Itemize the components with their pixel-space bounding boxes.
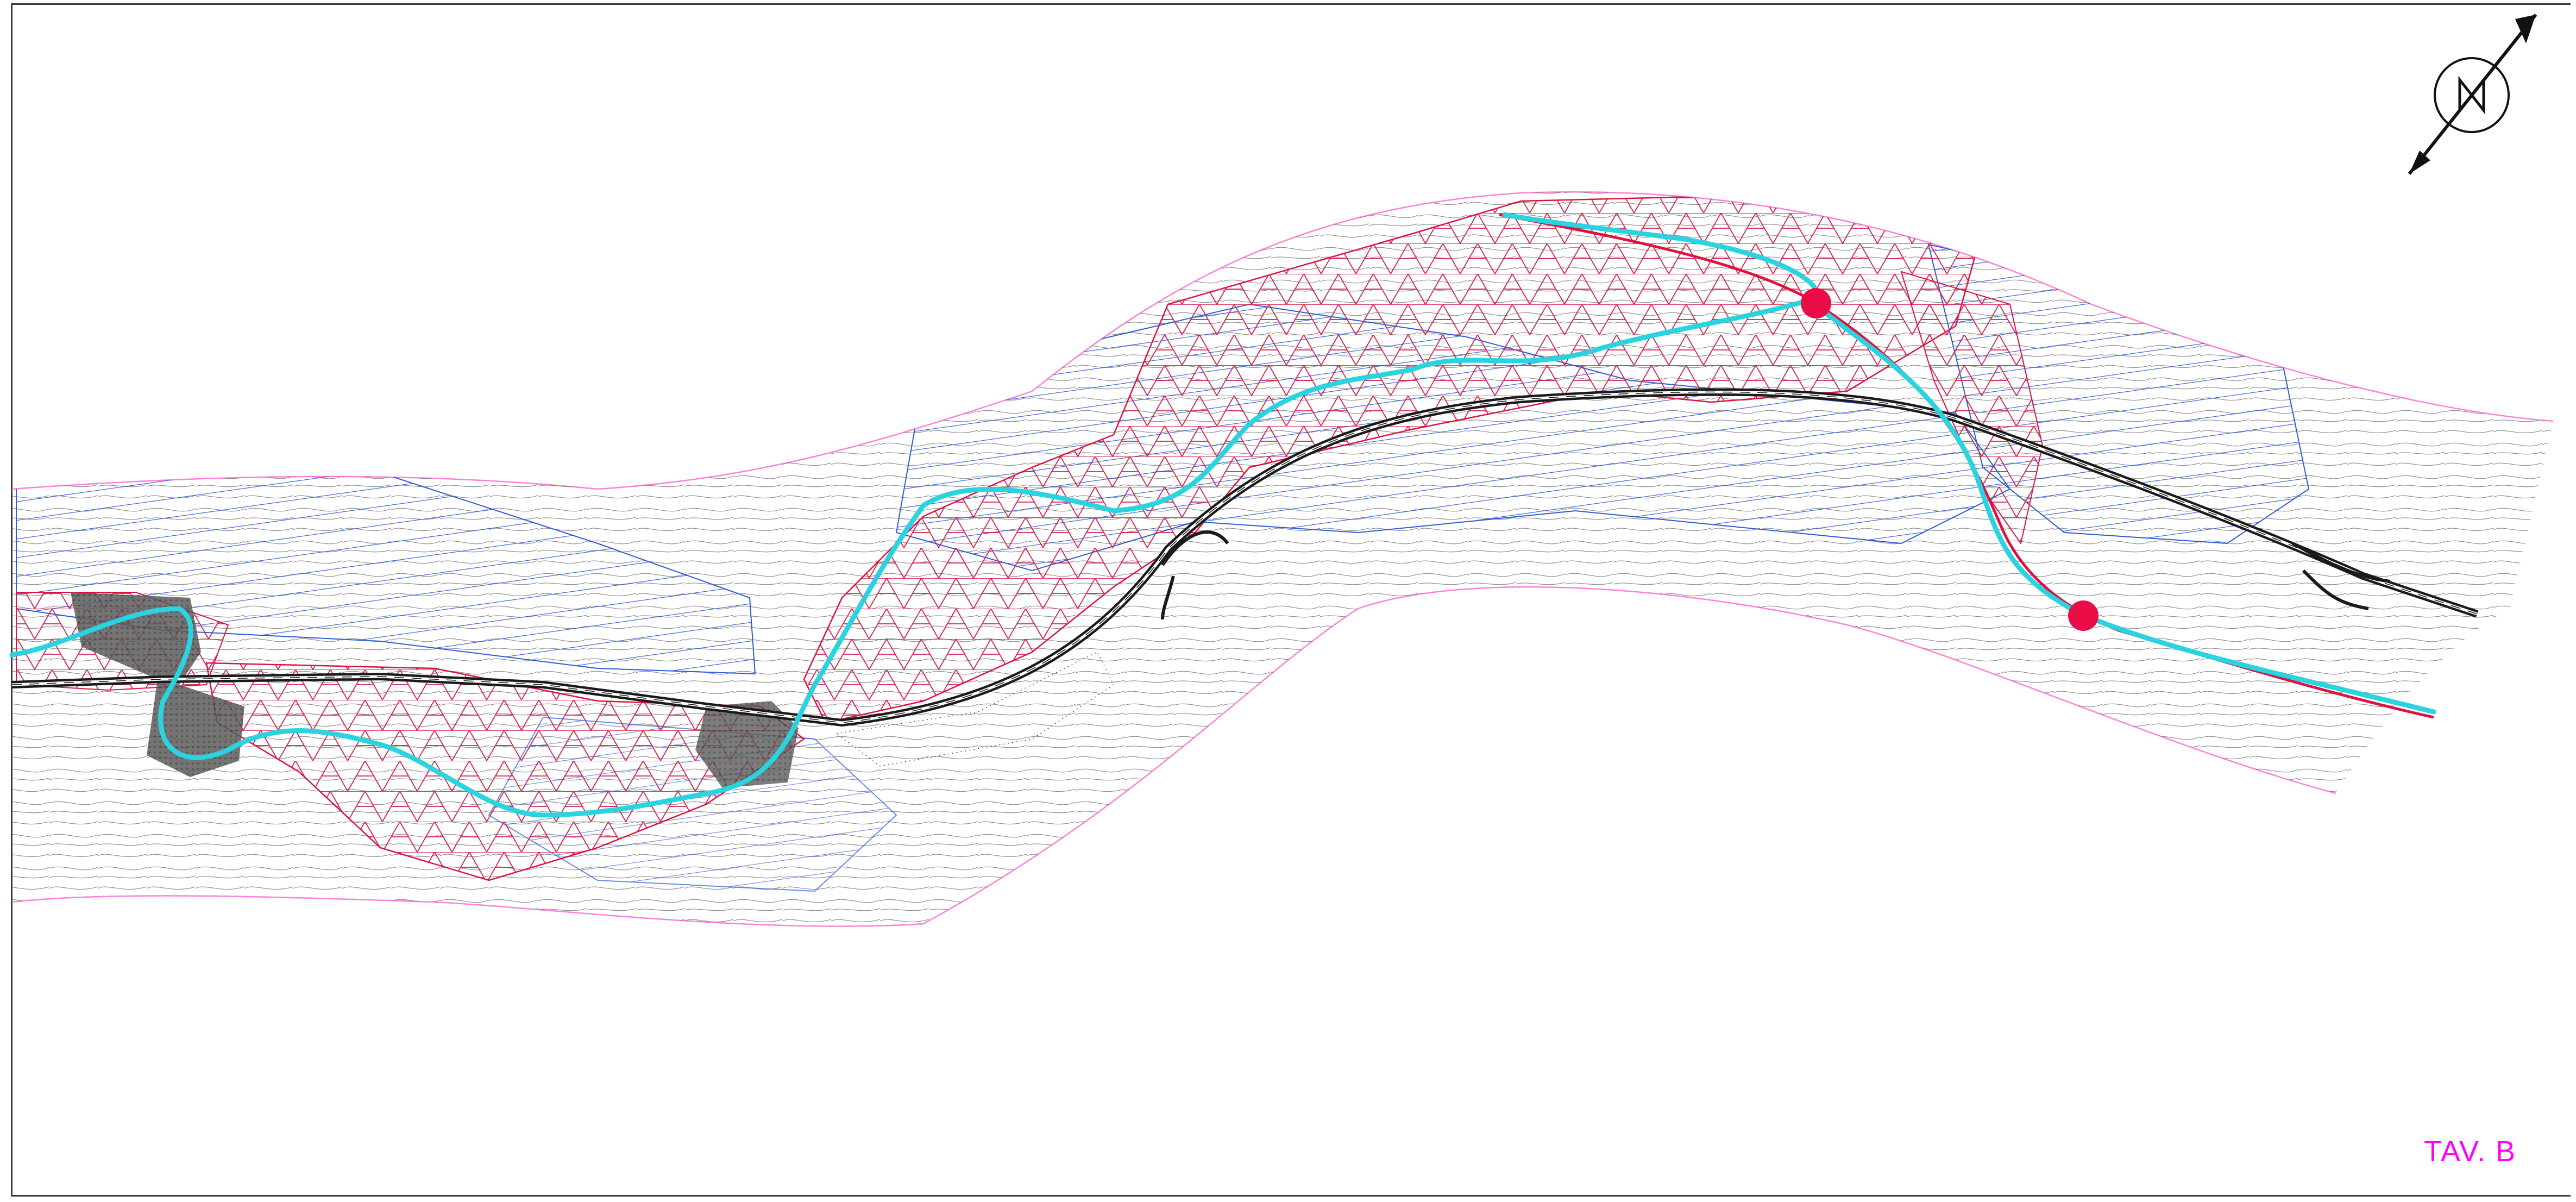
- north-arrow-icon: [2408, 14, 2537, 175]
- road-ramp-east: [2291, 542, 2391, 610]
- dark-area-west: [71, 592, 244, 777]
- embankment-hatch: [835, 652, 1114, 767]
- river-main: [9, 212, 2436, 818]
- magenta-hatch-zone-lower: [205, 662, 806, 881]
- drawing-frame: [11, 3, 2571, 1197]
- site-marker-south[interactable]: [2068, 600, 2099, 631]
- sheet-label: TAV. B: [2424, 1135, 2517, 1168]
- site-marker-north[interactable]: [1801, 288, 1831, 318]
- magenta-hatch-zone-east: [1900, 271, 2044, 545]
- road-centerline: [11, 391, 2478, 723]
- dark-area-center: [695, 701, 799, 788]
- road-ramp-center: [1161, 530, 1229, 620]
- map-content: [12, 192, 2553, 926]
